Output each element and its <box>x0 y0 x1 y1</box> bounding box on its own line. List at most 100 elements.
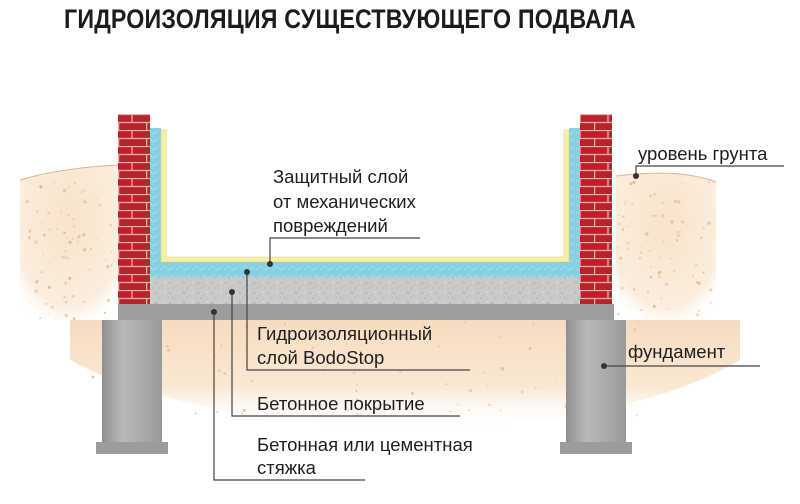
soil-dot <box>617 312 620 316</box>
soil-dot <box>692 274 694 277</box>
foundation-left <box>102 320 162 444</box>
soil-dot <box>73 225 76 228</box>
soil-dot <box>68 276 72 280</box>
soil-dot <box>91 375 95 379</box>
soil-dot <box>64 300 68 304</box>
soil-dot <box>633 288 636 291</box>
soil-dot <box>627 247 630 251</box>
soil-dot <box>110 264 113 267</box>
soil-dot <box>251 379 254 383</box>
label-waterproofing-line-2: слой BodoStop <box>257 347 384 368</box>
soil-dot <box>628 225 630 228</box>
soil-dot <box>653 192 656 196</box>
soil-dot <box>48 228 52 231</box>
soil-dot <box>675 233 678 235</box>
soil-dot <box>98 203 101 207</box>
soil-dot <box>670 257 673 260</box>
soil-dot <box>346 408 349 412</box>
soil-dot <box>618 222 622 226</box>
soil-dot <box>709 301 712 304</box>
soil-dot <box>665 283 668 286</box>
soil-dot <box>622 215 625 218</box>
soil-dot <box>680 182 682 184</box>
soil-dot <box>677 200 681 204</box>
concrete-cover-layer <box>150 277 580 304</box>
soil-dot <box>95 198 97 201</box>
soil-dot <box>47 285 51 289</box>
soil-dot <box>41 221 43 224</box>
soil-dot <box>640 309 643 312</box>
soil-dot <box>73 182 76 185</box>
soil-dot <box>51 305 54 309</box>
label-foundation: фундамент <box>628 341 726 362</box>
soil-dot <box>220 344 223 347</box>
soil-dot <box>618 214 621 216</box>
soil-dot <box>616 246 620 249</box>
soil-dot <box>45 302 48 305</box>
leader-dots <box>211 173 639 369</box>
soil-dot <box>323 331 327 335</box>
soil-dot <box>63 231 66 235</box>
soil-dot <box>696 281 700 285</box>
soil-dot <box>68 240 72 244</box>
soil-dot <box>620 286 624 291</box>
soil-dot <box>106 299 110 302</box>
soil-dot <box>55 228 58 230</box>
soil-dot <box>632 180 636 184</box>
soil-dot <box>61 255 65 259</box>
soil-dot <box>242 409 246 412</box>
soil-dot <box>330 327 332 330</box>
soil-dot <box>635 338 637 340</box>
soil-dot <box>223 372 227 375</box>
soil-dot <box>62 188 67 193</box>
soil-dot <box>528 347 532 350</box>
soil-dot <box>640 251 643 254</box>
soil-dot <box>103 311 106 314</box>
soil-dot <box>63 296 66 299</box>
soil-dot <box>686 224 689 226</box>
soil-dot <box>638 257 642 260</box>
foundation-right <box>566 320 626 444</box>
soil-dot <box>661 214 665 218</box>
soil-dot <box>660 297 663 300</box>
soil-dot <box>649 275 653 279</box>
soil-dot <box>487 385 489 387</box>
soil-dot <box>636 414 639 417</box>
soil-dot <box>670 220 674 224</box>
soil-dot <box>216 410 219 413</box>
soil-dot <box>661 240 665 243</box>
soil-dot <box>109 224 113 227</box>
soil-dot <box>253 332 255 335</box>
soil-dot <box>621 228 625 231</box>
soil-dot <box>624 200 627 203</box>
soil-dot <box>60 210 63 213</box>
soil-dot <box>554 378 556 380</box>
soil-dot <box>675 239 679 242</box>
soil-dot <box>54 183 56 185</box>
soil-dot <box>355 389 358 392</box>
soil-dot <box>500 367 505 371</box>
soil-dot <box>702 227 705 230</box>
soil-dot <box>96 236 98 239</box>
soil-dot <box>88 268 91 271</box>
soil-dot <box>650 266 652 268</box>
soil-dot <box>684 183 687 185</box>
soil-dot <box>71 294 75 298</box>
soil-dot <box>356 398 359 402</box>
soil-dot <box>25 200 29 204</box>
soil-dot <box>651 214 654 217</box>
soil-dot <box>362 359 365 363</box>
brick-wall-left <box>118 114 150 304</box>
soil-dot <box>310 403 314 407</box>
soil-dot <box>707 221 711 225</box>
soil-dot <box>410 391 414 396</box>
soil-dot <box>83 189 86 192</box>
soil-dot <box>405 337 409 341</box>
soil-dot <box>629 182 633 186</box>
soil-dot <box>436 334 438 337</box>
soil-dot <box>104 258 107 261</box>
soil-dot <box>68 186 71 189</box>
soil-dot <box>535 387 537 389</box>
soil-dot <box>681 220 685 224</box>
soil-dot <box>649 194 653 198</box>
